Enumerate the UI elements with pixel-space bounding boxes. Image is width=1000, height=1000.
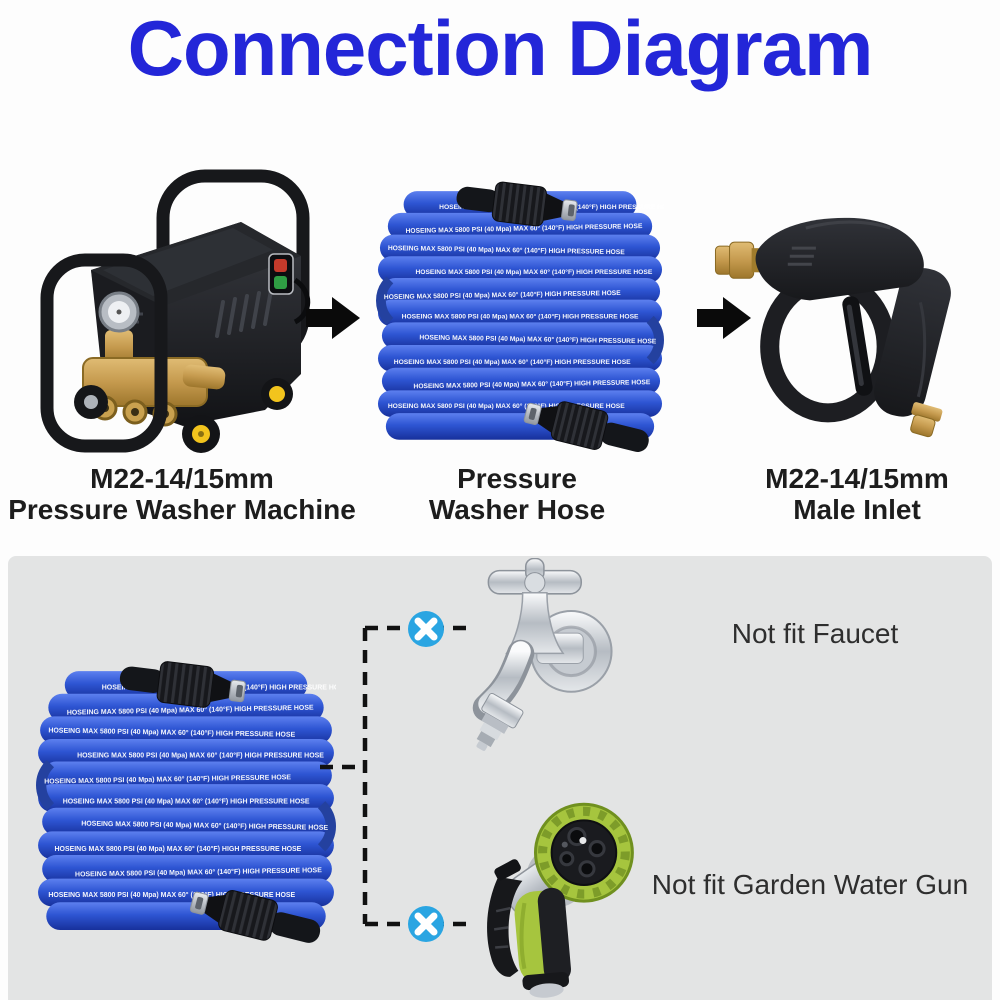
machine-label: M22-14/15mm Pressure Washer Machine — [4, 463, 360, 525]
gun-trigger — [842, 296, 873, 396]
not-fit-faucet-label: Not fit Faucet — [731, 618, 899, 649]
faucet-illustration — [472, 558, 613, 751]
faucet-cross-handle — [487, 558, 583, 595]
not-fit-garden-gun-label: Not fit Garden Water Gun — [651, 869, 969, 900]
faucet-body — [505, 592, 565, 655]
pressure-washer-hose-illustration — [376, 160, 664, 464]
hose-label-line1: Pressure — [457, 463, 577, 494]
gun-label-line1: M22-14/15mm — [765, 463, 949, 494]
gun-inlet-brass-front — [714, 241, 762, 279]
hose-label-line2: Washer Hose — [428, 494, 606, 525]
gun-body — [755, 217, 924, 301]
gun-label-line2: Male Inlet — [793, 494, 921, 525]
garden-water-gun-illustration — [487, 802, 634, 998]
garden-gun-spray-head — [533, 802, 634, 903]
machine-power-cord — [293, 277, 311, 325]
arrow-right-icon — [697, 297, 751, 339]
page-title: Connection Diagram — [127, 4, 874, 92]
gun-label: M22-14/15mm Male Inlet — [727, 463, 987, 525]
gun-grip — [874, 268, 951, 417]
pressure-washer-machine-illustration — [40, 169, 311, 453]
garden-gun-handle — [514, 887, 571, 998]
pressure-washer-hose-illustration-bottom — [36, 638, 336, 956]
machine-wheels — [74, 378, 293, 453]
hose-label: Pressure Washer Hose — [387, 463, 647, 525]
machine-label-line1: M22-14/15mm — [90, 463, 274, 494]
machine-frame-left — [40, 253, 168, 453]
machine-power-buttons — [268, 253, 294, 295]
machine-vents — [215, 288, 273, 338]
faucet-hose-barb — [476, 692, 524, 751]
machine-pump — [82, 291, 226, 427]
trigger-gun-illustration — [714, 217, 951, 438]
machine-label-line2: Pressure Washer Machine — [8, 494, 356, 525]
arrow-right-icon — [306, 297, 360, 339]
gun-inlet-brass-bottom — [910, 402, 943, 438]
